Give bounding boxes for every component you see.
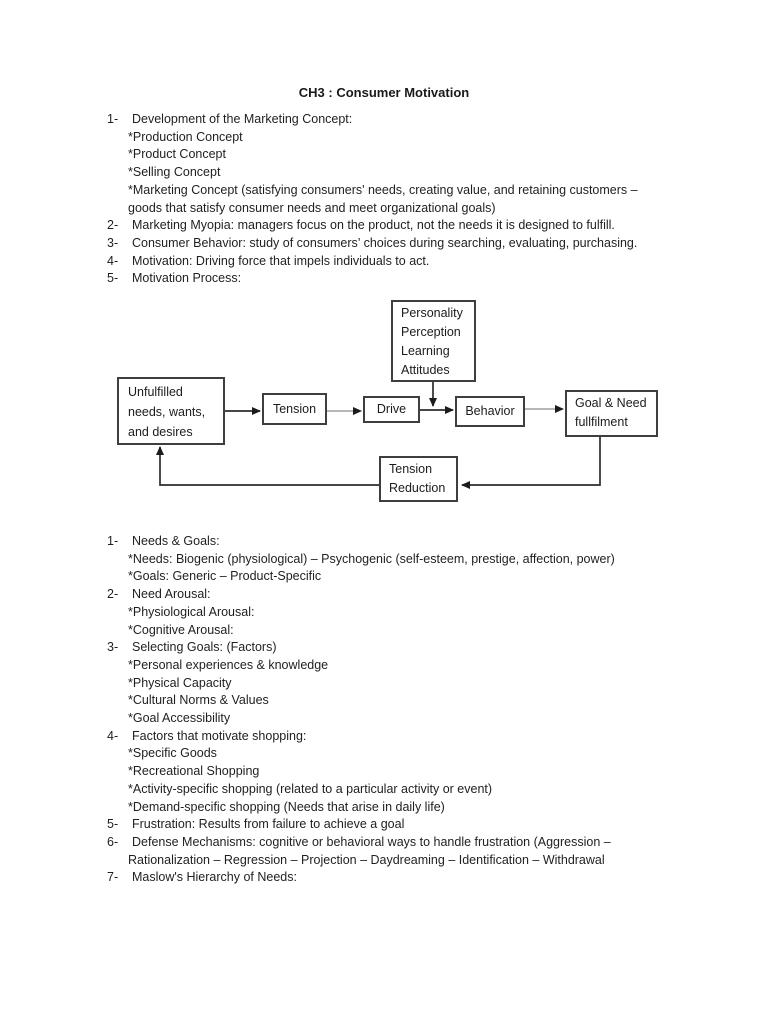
list-item: 6- Defense Mechanisms: cognitive or beha… <box>107 834 615 869</box>
text-line: and desires <box>128 425 193 439</box>
text-line: fullfilment <box>575 415 628 429</box>
list-item: 3- Consumer Behavior: study of consumers… <box>107 235 638 253</box>
diagram-box-tension-reduction: Tension Reduction <box>379 456 458 502</box>
list-item: 2- Need Arousal: *Physiological Arousal:… <box>107 586 615 639</box>
diagram-box-behavior: Behavior <box>455 396 525 427</box>
item-number: 6- <box>107 834 119 849</box>
text-line: *Production Concept <box>128 129 243 144</box>
text-line: *Selling Concept <box>128 165 221 180</box>
item-number: 1- <box>107 534 119 548</box>
text-line: Frustration: Results from failure to ach… <box>132 817 405 832</box>
diagram-box-tension: Tension <box>262 393 327 425</box>
list-item: 1- Needs & Goals: *Needs: Biogenic (phys… <box>107 533 615 586</box>
diagram-box-goal-need-fulfilment: Goal & Need fullfilment <box>565 390 658 437</box>
text-line: *Recreational Shopping <box>128 764 260 779</box>
text-line: Marketing Myopia: managers focus on the … <box>132 218 615 233</box>
flow-arrows <box>156 382 601 489</box>
item-lines: Motivation: Driving force that impels in… <box>128 253 638 271</box>
list-item: 1- Development of the Marketing Concept:… <box>107 111 638 217</box>
text-line: Needs & Goals: <box>132 534 220 548</box>
diagram-box-unfulfilled-needs: Unfulfilled needs, wants, and desires <box>117 377 225 445</box>
text-line: Defense Mechanisms: cognitive or behavio… <box>132 834 611 849</box>
text-line: goods that satisfy consumer needs and me… <box>128 200 496 215</box>
list-top: 1- Development of the Marketing Concept:… <box>107 111 638 288</box>
text-line: Unfulfilled <box>128 385 183 399</box>
text-line: Drive <box>376 402 407 416</box>
diagram-box-influences: Personality Perception Learning Attitude… <box>391 300 476 382</box>
item-number: 5- <box>107 817 119 832</box>
text-line: Rationalization – Regression – Projectio… <box>128 852 605 867</box>
text-line: *Physiological Arousal: <box>128 604 255 619</box>
text-line: *Physical Capacity <box>128 675 232 690</box>
text-line: *Marketing Concept (satisfying consumers… <box>128 182 638 197</box>
item-number: 2- <box>107 587 119 602</box>
item-number: 5- <box>107 271 119 286</box>
item-lines: Factors that motivate shopping: *Specifi… <box>128 728 615 817</box>
list-item: 3- Selecting Goals: (Factors) *Personal … <box>107 639 615 728</box>
text-line: Development of the Marketing Concept: <box>132 112 353 126</box>
item-lines: Maslow's Hierarchy of Needs: <box>128 869 615 887</box>
text-line: *Cognitive Arousal: <box>128 622 234 637</box>
text-line: *Product Concept <box>128 147 226 162</box>
item-lines: Consumer Behavior: study of consumers’ c… <box>128 235 638 253</box>
item-lines: Needs & Goals: *Needs: Biogenic (physiol… <box>128 533 615 586</box>
text-line: *Needs: Biogenic (physiological) – Psych… <box>128 551 615 566</box>
text-line: Reduction <box>389 481 446 495</box>
item-lines: Marketing Myopia: managers focus on the … <box>128 217 638 235</box>
list-item: 5- Motivation Process: <box>107 270 638 288</box>
item-lines: Defense Mechanisms: cognitive or behavio… <box>128 834 615 869</box>
item-number: 7- <box>107 870 119 885</box>
item-lines: Development of the Marketing Concept: *P… <box>128 111 638 217</box>
list-item: 4- Factors that motivate shopping: *Spec… <box>107 728 615 817</box>
text-line: Goal & Need <box>575 396 647 410</box>
text-line: Learning <box>401 344 450 358</box>
text-line: *Activity-specific shopping (related to … <box>128 781 493 796</box>
text-line: Need Arousal: <box>132 587 211 602</box>
item-lines: Motivation Process: <box>128 270 638 288</box>
item-number: 3- <box>107 640 119 655</box>
item-number: 1- <box>107 112 119 126</box>
item-lines: Selecting Goals: (Factors) *Personal exp… <box>128 639 615 728</box>
text-line: Motivation: Driving force that impels in… <box>132 253 430 268</box>
text-line: *Demand-specific shopping (Needs that ar… <box>128 799 445 814</box>
page-title: CH3 : Consumer Motivation <box>298 85 470 100</box>
list-bottom: 1- Needs & Goals: *Needs: Biogenic (phys… <box>107 533 615 887</box>
text-line: Personality <box>401 306 463 320</box>
text-line: *Goal Accessibility <box>128 711 231 726</box>
list-item: 2- Marketing Myopia: managers focus on t… <box>107 217 638 235</box>
item-number: 3- <box>107 235 119 250</box>
text-line: Tension <box>272 401 317 416</box>
text-line: Tension <box>389 462 433 476</box>
text-line: Perception <box>401 325 461 339</box>
text-line: Factors that motivate shopping: <box>132 728 307 743</box>
text-line: Behavior <box>465 404 515 418</box>
text-line: Selecting Goals: (Factors) <box>132 640 277 655</box>
arrow-goal-to-tension-reduction <box>461 437 601 489</box>
item-number: 2- <box>107 218 119 233</box>
text-line: *Specific Goods <box>128 746 217 761</box>
item-number: 4- <box>107 728 119 743</box>
text-line: Attitudes <box>401 363 450 377</box>
text-line: needs, wants, <box>128 405 206 419</box>
text-line: Maslow's Hierarchy of Needs: <box>132 870 297 885</box>
item-lines: Need Arousal: *Physiological Arousal: *C… <box>128 586 615 639</box>
list-item: 4- Motivation: Driving force that impels… <box>107 253 638 271</box>
item-number: 4- <box>107 253 119 268</box>
list-item: 7- Maslow's Hierarchy of Needs: <box>107 869 615 887</box>
item-lines: Frustration: Results from failure to ach… <box>128 816 615 834</box>
text-line: *Goals: Generic – Product-Specific <box>128 569 322 584</box>
diagram-box-drive: Drive <box>363 396 420 423</box>
arrow-tension-reduction-to-unfulfilled <box>156 446 379 486</box>
text-line: *Personal experiences & knowledge <box>128 657 329 672</box>
text-line: Motivation Process: <box>132 271 242 286</box>
text-line: Consumer Behavior: study of consumers’ c… <box>132 235 638 250</box>
list-item: 5- Frustration: Results from failure to … <box>107 816 615 834</box>
text-line: *Cultural Norms & Values <box>128 693 269 708</box>
